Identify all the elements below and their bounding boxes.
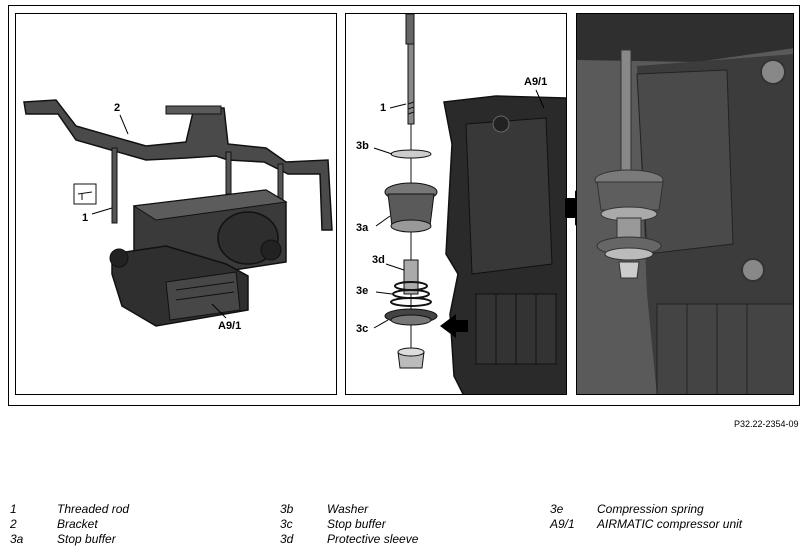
label-compressor-unit: A9/1: [524, 76, 548, 88]
installed-detail-illustration: [577, 14, 793, 394]
label-threaded-rod: 1: [380, 102, 387, 114]
label-washer: 3b: [356, 140, 369, 152]
label-compressor-unit: A9/1: [218, 320, 242, 332]
label-protective-sleeve: 3d: [372, 254, 385, 266]
exploded-mount-illustration: [373, 14, 566, 394]
label-compression-spring: 3e: [356, 285, 369, 297]
label-stop-buffer-bottom: 3c: [356, 323, 369, 335]
label-threaded-rod: 1: [82, 212, 89, 224]
figure-reference: P32.22-2354-09: [734, 419, 799, 429]
compressor-illustration: [23, 99, 333, 327]
panel-compressor-overview: 2 1 A9/1: [15, 13, 337, 395]
panel-exploded-mount: 1 3b 3a 3d 3e 3c A9/1: [345, 13, 567, 395]
label-stop-buffer-top: 3a: [356, 222, 369, 234]
label-bracket: 2: [114, 102, 121, 114]
panel-installed-detail: [576, 13, 794, 395]
